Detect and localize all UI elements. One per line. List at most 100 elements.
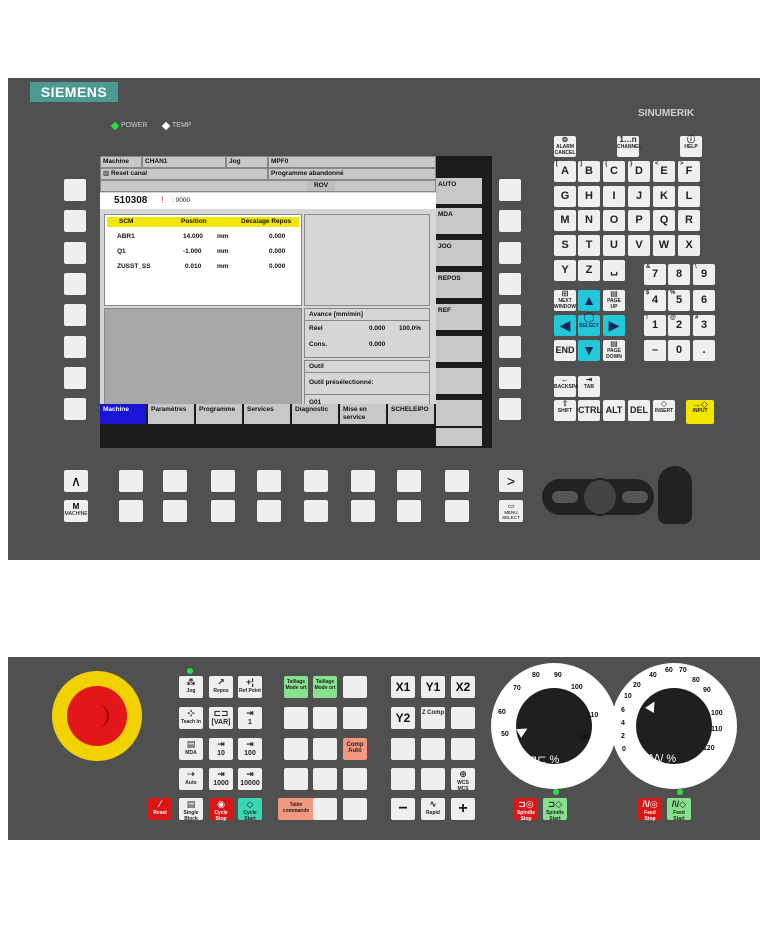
vsoftkey-recall[interactable] [436,428,482,448]
hkey-6[interactable] [351,470,375,492]
mid-key-14[interactable] [313,798,337,820]
hkey-13[interactable] [304,500,328,522]
key-num-0-2[interactable]: \9 [693,264,715,285]
mouse-right-button[interactable] [658,466,692,524]
key-num-2-2[interactable]: #3 [693,315,715,336]
key-num-1-1[interactable]: %5 [668,290,690,311]
feed-stop-button[interactable]: /\/◎Feed Stop [638,798,662,822]
spindle-override-dial[interactable]: 70 80 90 100 110 120 60 50 [491,663,617,789]
key-z[interactable]: Z [578,260,600,281]
teach-in-button[interactable]: ⊹Teach in [179,707,203,729]
axis-key-10[interactable] [391,768,415,790]
machine-key[interactable]: M MACHINE [64,500,88,522]
insert-key[interactable]: ◇ INSERT [653,400,675,421]
single-block-button[interactable]: ▤Single Block [179,798,203,822]
key-space[interactable]: ␣ [603,260,625,281]
repos-button[interactable]: ↗Repos [209,676,233,698]
backspace-key[interactable]: ← BACKSPACE [554,376,585,397]
left-softkey-4[interactable] [64,273,86,295]
right-softkey-4[interactable] [499,273,521,295]
right-softkey-7[interactable] [499,367,521,389]
key-num-3-0[interactable]: – [644,340,666,361]
ref-point-button[interactable]: +¦Ref Point [238,676,262,698]
tailrage-mode-1[interactable]: Taillage Mode ort [284,676,308,698]
left-softkey-1[interactable] [64,179,86,201]
key-num-0-0[interactable]: &7 [644,264,666,285]
mda-button[interactable]: ▤MDA [179,738,203,760]
vsoftkey-6[interactable] [436,336,482,364]
inc-10000-button[interactable]: ⇥10000 [238,768,262,790]
jog-button[interactable]: ⁂Jog [179,676,203,698]
arrow-right-key[interactable]: ▶ [603,315,625,336]
hkey-2[interactable] [163,470,187,492]
right-softkey-1[interactable] [499,179,521,201]
select-key[interactable]: ◯ SELECT [578,313,600,336]
wcs-mcs-key[interactable]: ⊕WCS MCS [451,768,475,792]
inc-1000-button[interactable]: ⇥1000 [209,768,233,790]
arrow-up-key[interactable]: ▲ [578,290,600,311]
mid-key-7[interactable] [284,738,308,760]
key-f[interactable]: >F [678,161,700,182]
axis-key-9[interactable] [451,738,475,760]
mid-key-3[interactable] [343,676,367,698]
key-q[interactable]: Q [653,210,675,231]
key-g[interactable]: G [554,186,576,207]
vsoftkey-jog[interactable]: JOG [436,240,482,268]
mid-key-4[interactable] [284,707,308,729]
next-window-key[interactable]: ⊞ NEXT WINDOW [554,289,576,311]
axis-x1-key[interactable]: X1 [391,676,415,698]
axis-x2-key[interactable]: X2 [451,676,475,698]
arrow-down-key[interactable]: ▼ [578,340,600,361]
axis-key-7[interactable] [391,738,415,760]
left-softkey-2[interactable] [64,210,86,232]
mid-key-11[interactable] [313,768,337,790]
right-softkey-5[interactable] [499,304,521,326]
spindle-stop-button[interactable]: ⊐◎Spindle Stop [514,798,538,822]
spindle-dial-knob[interactable] [516,688,592,764]
key-num-2-0[interactable]: !1 [644,315,666,336]
comp-auto-button[interactable]: Comp Auto [343,738,367,760]
next-key[interactable]: > [499,470,523,492]
key-j[interactable]: J [628,186,650,207]
rapid-key[interactable]: ∿Rapid [421,798,445,820]
input-key[interactable]: →◇ INPUT [686,400,714,424]
hsoftkey-diagnostic[interactable]: Diagnostic [292,404,340,424]
page-down-key[interactable]: ▤ PAGE DOWN [603,340,625,361]
axis-key-11[interactable] [421,768,445,790]
key-o[interactable]: O [603,210,625,231]
axis-key-8[interactable] [421,738,445,760]
hkey-5[interactable] [304,470,328,492]
cycle-stop-button[interactable]: ◉Cycle Stop [209,798,233,822]
axis-y2-key[interactable]: Y2 [391,707,415,729]
feed-start-button[interactable]: /\/◇Feed Start [667,798,691,822]
feed-override-dial[interactable]: 20 40 60 70 80 90 10 6 4 2 0 100 110 120 [611,663,737,789]
key-i[interactable]: I [603,186,625,207]
spindle-start-button[interactable]: ⊐◇Spindle Start [543,798,567,822]
right-softkey-3[interactable] [499,242,521,264]
key-b[interactable]: ]B [578,161,600,182]
inc-10-button[interactable]: ⇥10 [209,738,233,760]
trackball[interactable] [582,478,618,516]
hkey-4[interactable] [257,470,281,492]
arrow-left-key[interactable]: ◀ [554,315,576,336]
hsoftkey-mise-en-service[interactable]: Mise en service [340,404,388,424]
key-x[interactable]: X [678,235,700,256]
key-y[interactable]: Y [554,260,576,281]
mid-key-10[interactable] [284,768,308,790]
axis-key-6[interactable] [451,707,475,729]
mid-key-12[interactable] [343,768,367,790]
inc-100-button[interactable]: ⇥100 [238,738,262,760]
vsoftkey-auto[interactable]: AUTO [436,178,482,206]
mouse-wheel[interactable] [542,478,654,516]
key-n[interactable]: N [578,210,600,231]
hsoftkey-parametres[interactable]: Paramètres [148,404,196,424]
alt-key[interactable]: ALT [603,400,625,421]
vsoftkey-8[interactable] [436,400,482,428]
key-c[interactable]: {C [603,161,625,182]
mid-key-5[interactable] [313,707,337,729]
menu-select-key[interactable]: ▭ MENU SELECT [499,500,523,522]
minus-key[interactable]: − [391,798,415,820]
hkey-12[interactable] [257,500,281,522]
key-num-1-2[interactable]: 6 [693,290,715,311]
key-s[interactable]: S [554,235,576,256]
